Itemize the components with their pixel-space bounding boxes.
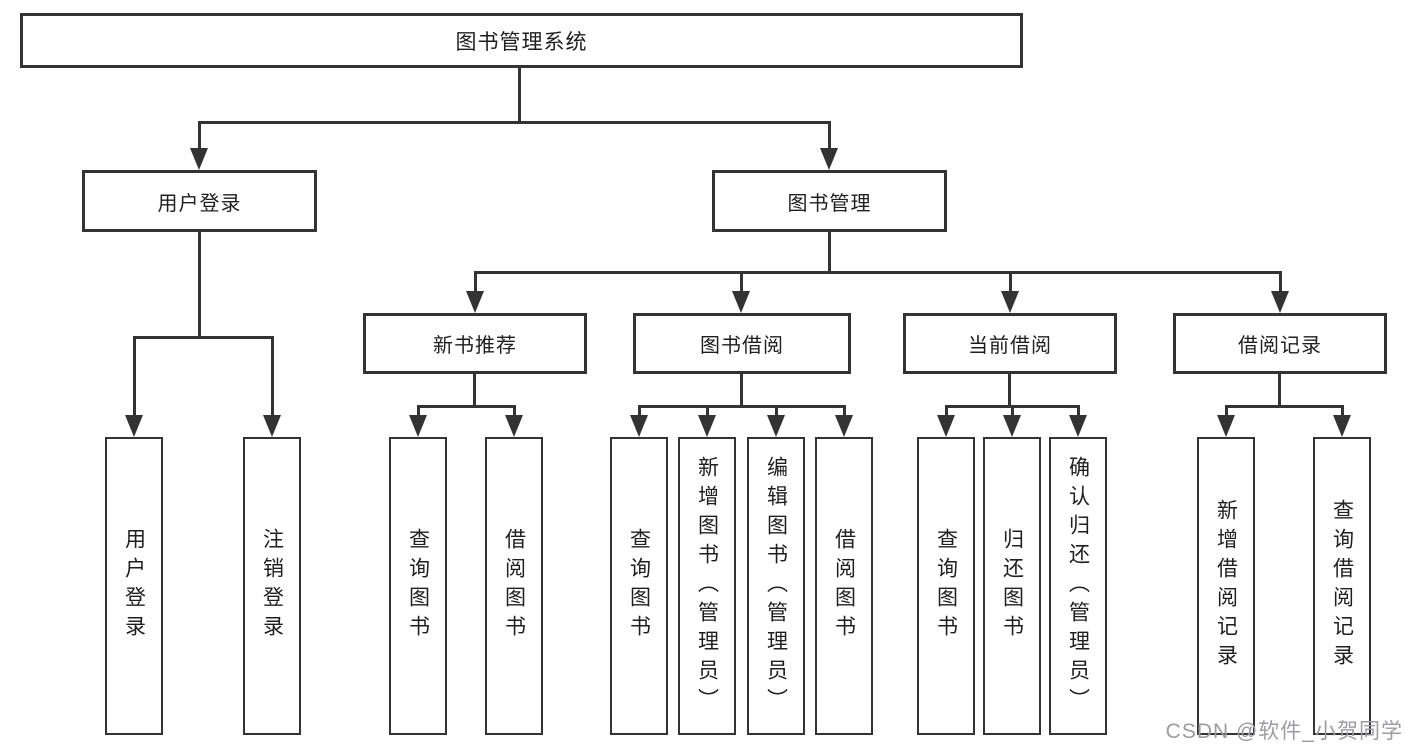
arrow-down-icon — [820, 122, 838, 170]
arrow-down-icon — [1003, 406, 1021, 437]
arrow-down-icon — [505, 406, 523, 437]
arrow-down-icon — [1001, 272, 1019, 313]
arrow-down-icon — [190, 122, 208, 170]
node-new-book-recommendation: 新书推荐 — [363, 313, 587, 374]
arrow-down-icon — [698, 406, 716, 437]
connector-line — [740, 374, 743, 408]
arrow-down-icon — [630, 406, 648, 437]
arrow-down-icon — [1333, 406, 1351, 437]
node-book-borrowing: 图书借阅 — [633, 313, 851, 374]
connector-line — [198, 232, 201, 339]
arrow-down-icon — [937, 406, 955, 437]
connector-line — [1278, 374, 1281, 408]
connector-line — [1225, 405, 1344, 408]
leaf-confirm-return-admin: 确认归还（管理员） — [1049, 437, 1107, 735]
node-current-borrowing: 当前借阅 — [903, 313, 1117, 374]
leaf-user-login: 用户登录 — [105, 437, 163, 735]
node-borrowing-records: 借阅记录 — [1173, 313, 1387, 374]
leaf-borrow-books-recommend: 借阅图书 — [485, 437, 543, 735]
leaf-add-borrow-record: 新增借阅记录 — [1197, 437, 1255, 735]
arrow-down-icon — [1217, 406, 1235, 437]
arrow-down-icon — [1271, 272, 1289, 313]
connector-line — [638, 405, 846, 408]
leaf-logout: 注销登录 — [243, 437, 301, 735]
connector-line — [1008, 374, 1011, 408]
leaf-return-books: 归还图书 — [983, 437, 1041, 735]
leaf-borrow-books-borrowing: 借阅图书 — [815, 437, 873, 735]
arrow-down-icon — [263, 337, 281, 437]
arrow-down-icon — [1069, 406, 1087, 437]
leaf-add-books-admin: 新增图书（管理员） — [678, 437, 736, 735]
leaf-edit-books-admin: 编辑图书（管理员） — [747, 437, 805, 735]
connector-line — [518, 68, 521, 124]
connector-line — [198, 121, 831, 124]
connector-line — [474, 271, 1282, 274]
leaf-query-books-borrowing: 查询图书 — [610, 437, 668, 735]
connector-line — [828, 232, 831, 274]
node-root: 图书管理系统 — [20, 13, 1023, 68]
node-user-login: 用户登录 — [82, 170, 317, 232]
connector-line — [417, 405, 516, 408]
leaf-query-books-recommend: 查询图书 — [389, 437, 447, 735]
arrow-down-icon — [125, 337, 143, 437]
arrow-down-icon — [835, 406, 853, 437]
arrow-down-icon — [466, 272, 484, 313]
leaf-query-books-current: 查询图书 — [917, 437, 975, 735]
csdn-watermark: CSDN @软件_小贺同学 — [1165, 720, 1403, 743]
node-book-management: 图书管理 — [712, 170, 947, 232]
arrow-down-icon — [409, 406, 427, 437]
connector-line — [473, 374, 476, 408]
connector-line — [133, 336, 274, 339]
arrow-down-icon — [732, 272, 750, 313]
leaf-query-borrow-record: 查询借阅记录 — [1313, 437, 1371, 735]
arrow-down-icon — [767, 406, 785, 437]
